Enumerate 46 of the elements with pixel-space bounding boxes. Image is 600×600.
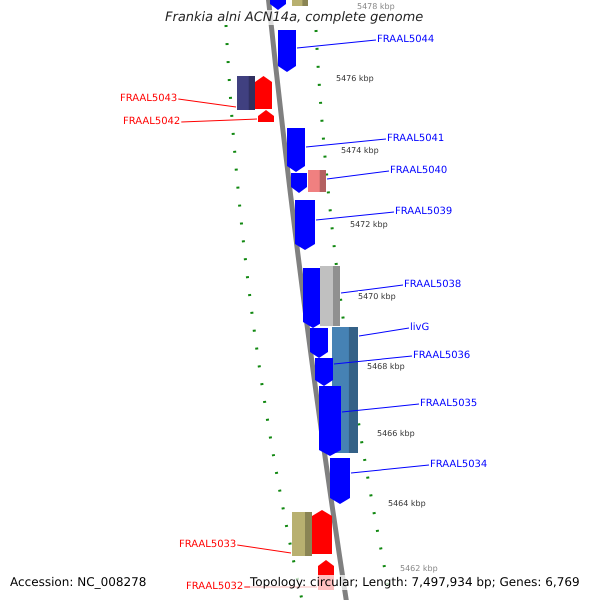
title: Frankia alni ACN14a, complete genome xyxy=(165,10,424,25)
gene-feature xyxy=(330,458,350,504)
gene-feature xyxy=(291,173,307,193)
gene-feature xyxy=(310,328,328,358)
scale-label: 5464 kbp xyxy=(388,498,426,510)
gene-label: FRAAL5033 xyxy=(179,539,236,551)
leader-line xyxy=(180,118,258,122)
gene-label: FRAAL5041 xyxy=(387,133,444,145)
scale-label: 5472 kbp xyxy=(350,219,388,231)
gene-feature xyxy=(312,510,332,554)
scale-label: 5462 kbp xyxy=(400,563,438,575)
scale-label: 5470 kbp xyxy=(358,291,396,303)
leader-line xyxy=(342,404,420,412)
scale-label: 5466 kbp xyxy=(377,428,415,440)
leader-line xyxy=(334,356,412,364)
scale-label: 5474 kbp xyxy=(341,145,379,157)
gene-label: FRAAL5043 xyxy=(120,93,178,105)
gene-label: FRAAL5034 xyxy=(430,459,488,471)
gene-label: FRAAL5044 xyxy=(377,34,434,46)
leader-line xyxy=(326,170,390,180)
scale-label: 5468 kbp xyxy=(367,361,405,373)
leader-line xyxy=(350,464,430,474)
gene-block xyxy=(320,266,340,326)
gene-label: livG xyxy=(410,322,430,334)
gene-label: FRAAL5042 xyxy=(123,116,180,128)
gene-block xyxy=(292,512,312,556)
leader-line xyxy=(296,40,376,48)
gene-block xyxy=(237,76,255,110)
gene-label: FRAAL5032 xyxy=(186,581,244,593)
leader-line xyxy=(306,138,386,148)
leader-line xyxy=(340,284,404,294)
info-text: Topology: circular; Length: 7,497,934 bp; Genes: 6,769 xyxy=(250,575,580,590)
gene-label: FRAAL5038 xyxy=(404,279,462,291)
gene-block xyxy=(308,170,326,192)
gene-label: FRAAL5036 xyxy=(413,350,470,362)
gene-label: FRAAL5035 xyxy=(420,398,478,410)
leader-line xyxy=(236,544,292,554)
info-text: Accession: NC_008278 xyxy=(10,575,146,590)
leader-line xyxy=(178,98,236,108)
gene-feature xyxy=(295,200,315,250)
gene-feature xyxy=(278,30,296,72)
gene-label: FRAAL5039 xyxy=(395,206,452,218)
gene-label: FRAAL5040 xyxy=(390,165,448,177)
leader-line xyxy=(358,328,410,336)
scale-label: 5476 kbp xyxy=(336,73,374,85)
leader-line xyxy=(316,212,394,220)
